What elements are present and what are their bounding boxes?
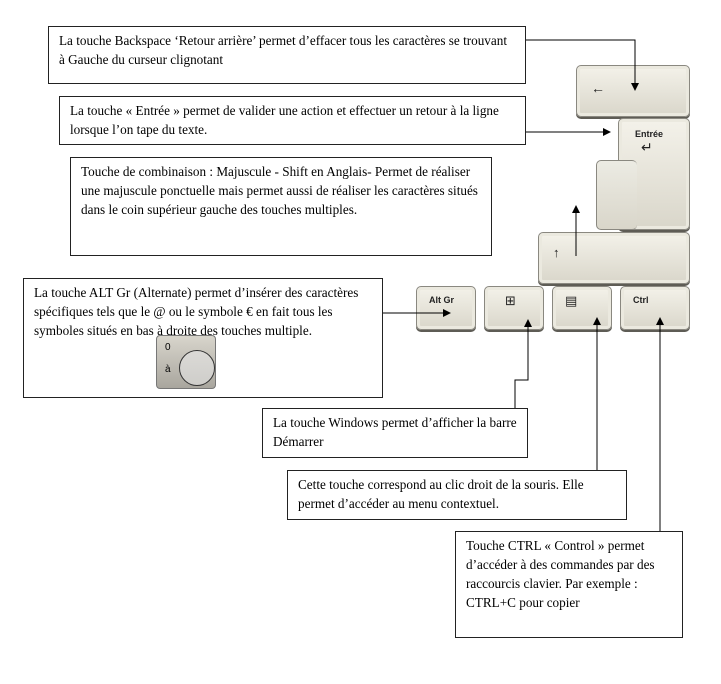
enter-caption-text: La touche « Entrée » permet de valider u… [70,103,499,137]
highlight-circle [179,350,215,386]
backspace-caption: La touche Backspace ‘Retour arrière’ per… [48,26,526,84]
shift-caption: Touche de combinaison : Majuscule - Shif… [70,157,492,256]
windows-key-label: ⊞ [505,293,516,308]
windows-key: ⊞ [484,286,544,330]
shift-key-label: ↑ [553,245,560,260]
menu-caption: Cette touche correspond au clic droit de… [287,470,627,520]
keyboard-illustration: ← Entrée ↵ ↑ Alt Gr ⊞ ▤ Ctrl [400,40,721,360]
enter-key-lower [596,160,637,230]
ctrl-caption-text: Touche CTRL « Control » permet d’accéder… [466,538,655,610]
windows-caption-text: La touche Windows permet d’afficher la b… [273,415,517,449]
windows-caption: La touche Windows permet d’afficher la b… [262,408,528,458]
altgr-key-label: Alt Gr [429,295,455,305]
backspace-caption-text: La touche Backspace ‘Retour arrière’ per… [59,33,508,67]
menu-caption-text: Cette touche correspond au clic droit de… [298,477,584,511]
backspace-key-label: ← [591,80,605,96]
mini-key-bottom-label: à [165,364,171,375]
menu-key-label: ▤ [565,293,578,308]
enter-arrow-icon: ↵ [641,139,653,155]
ctrl-key: Ctrl [620,286,690,330]
mini-key-illustration: 0 à [156,335,216,389]
menu-key: ▤ [552,286,612,330]
shift-caption-text: Touche de combinaison : Majuscule - Shif… [81,164,478,217]
mini-key-top-label: 0 [165,342,171,353]
enter-key-label: Entrée [635,129,664,139]
shift-key: ↑ [538,232,690,284]
altgr-caption-text: La touche ALT Gr (Alternate) permet d’in… [34,285,359,338]
enter-caption: La touche « Entrée » permet de valider u… [59,96,526,145]
backspace-key: ← [576,65,690,117]
altgr-key: Alt Gr [416,286,476,330]
ctrl-key-label: Ctrl [633,295,649,305]
ctrl-caption: Touche CTRL « Control » permet d’accéder… [455,531,683,638]
